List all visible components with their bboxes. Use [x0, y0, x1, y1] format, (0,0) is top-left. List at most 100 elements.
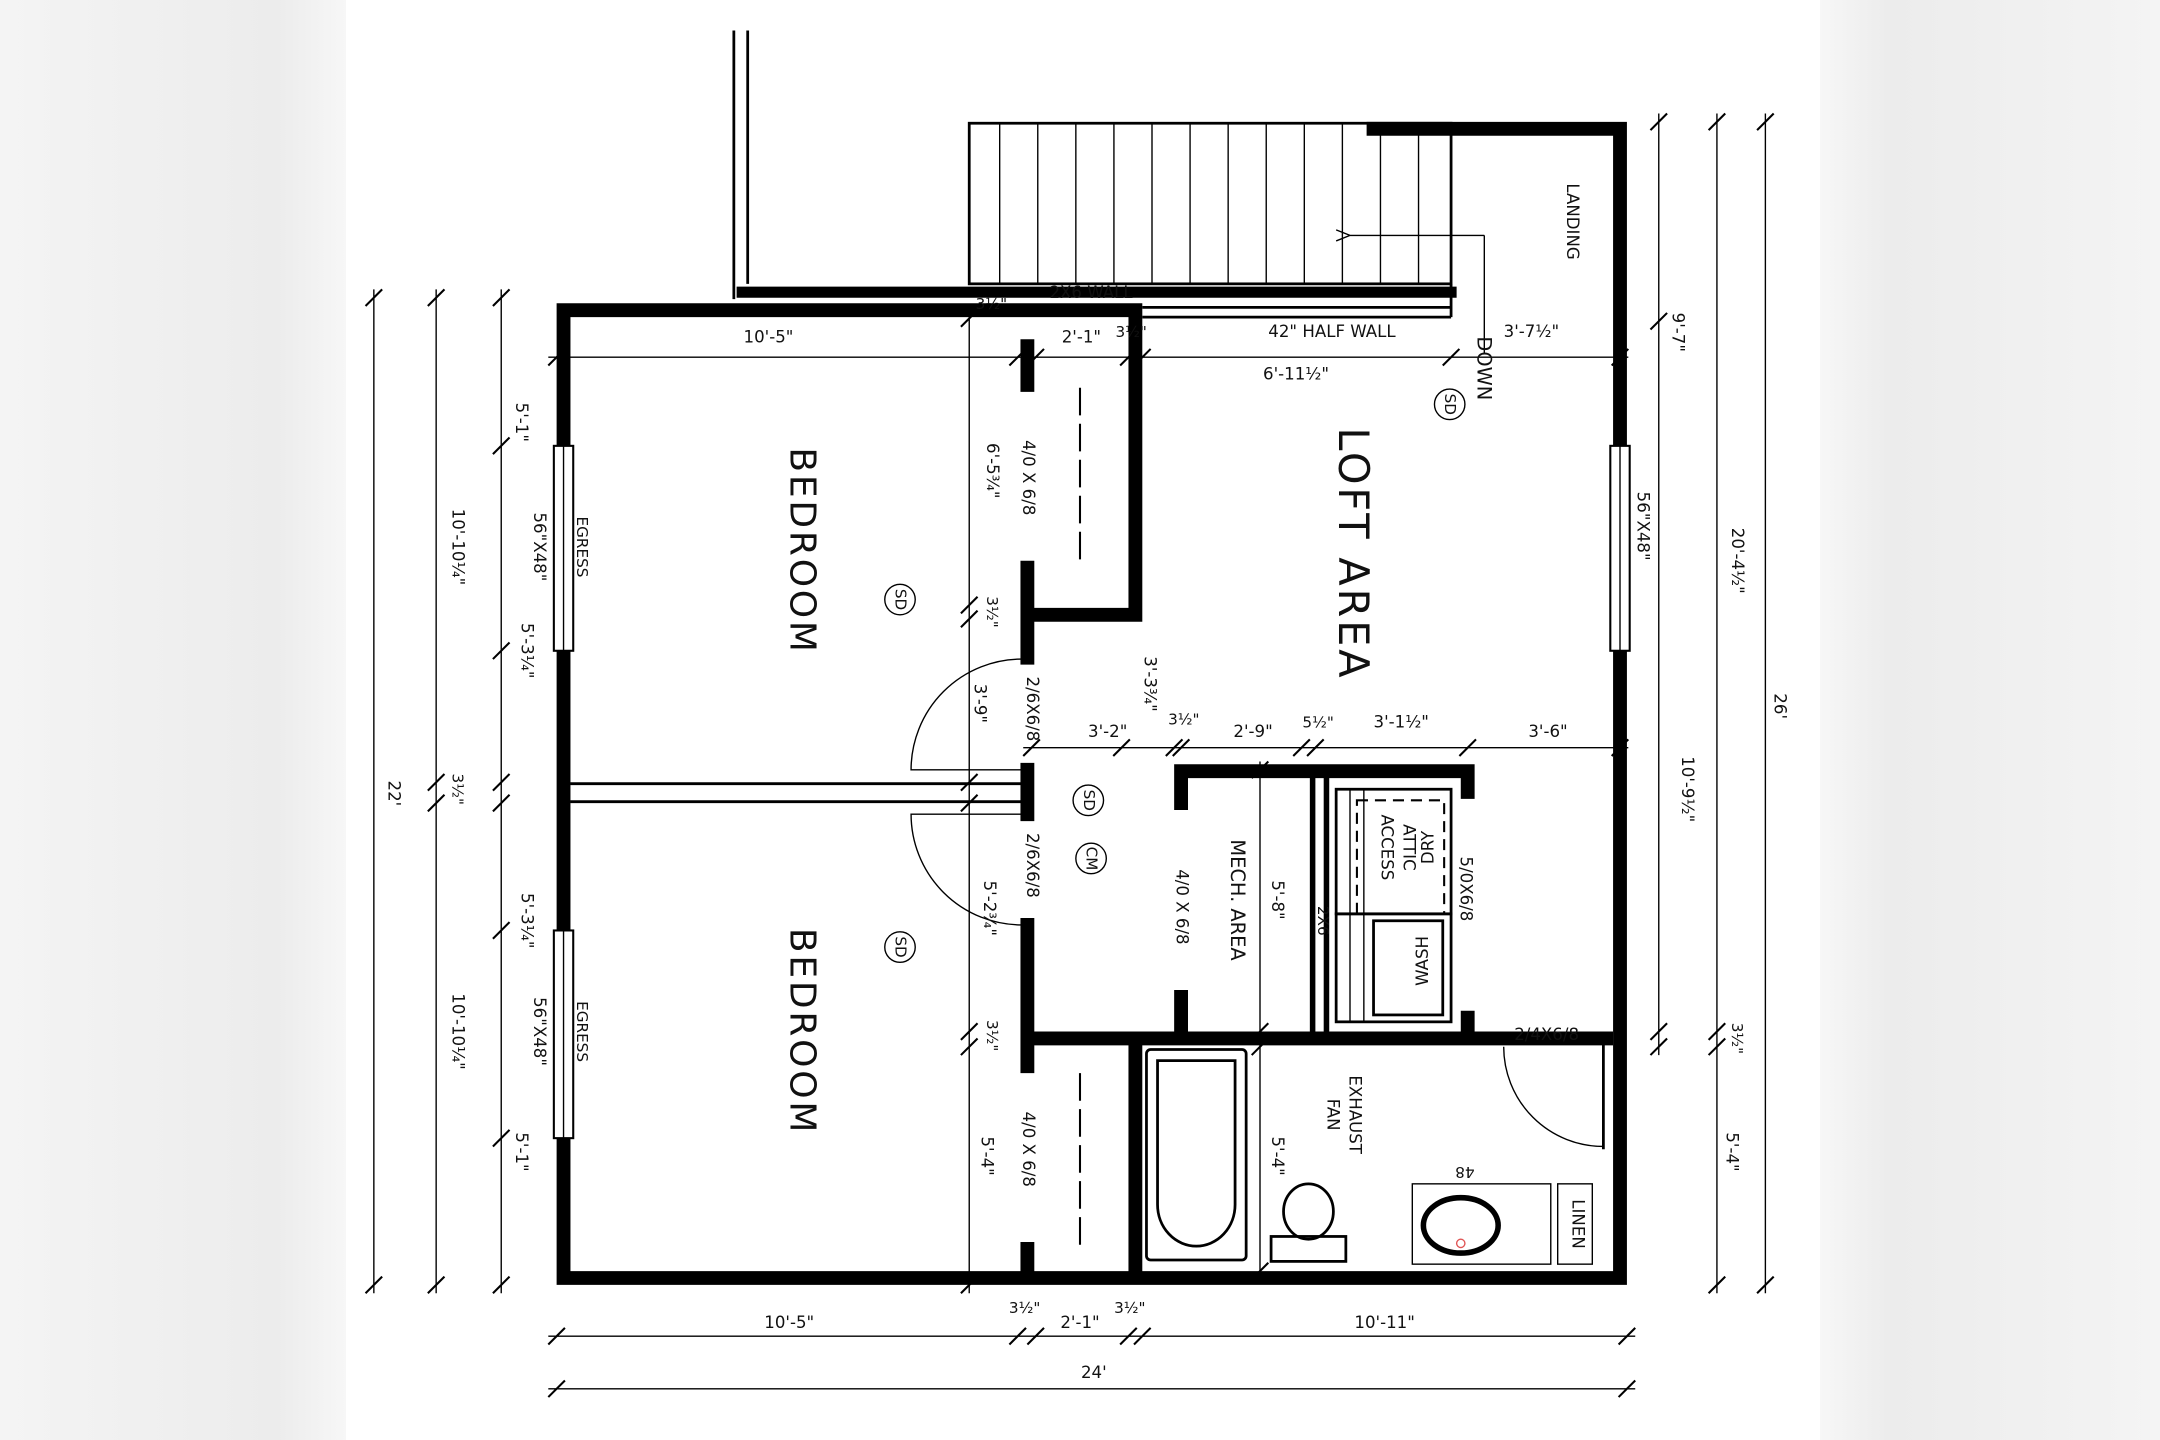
- dimension-tick: [1292, 738, 1311, 757]
- dimension-tick: [427, 288, 446, 307]
- dimension-tick: [1649, 112, 1668, 131]
- dim-text: 2'-1": [1062, 327, 1101, 346]
- note-egress-upper: EGRESS: [573, 516, 591, 577]
- dimension-tick: [1610, 348, 1630, 367]
- dimension-tick: [492, 641, 511, 660]
- dim-text: 6'-11½": [1263, 365, 1329, 384]
- dim-text: 3½": [976, 295, 1007, 313]
- dimension-tick: [492, 794, 511, 813]
- smoke-detector-loft: SD: [1441, 394, 1459, 415]
- door-label-bedroom-lower: 2/6X6/8: [1023, 833, 1042, 898]
- dimension-tick: [1250, 1262, 1270, 1281]
- dimension-tick: [1133, 348, 1152, 367]
- dimension-tick: [1756, 112, 1775, 131]
- left-margin: [0, 0, 346, 1440]
- dimension-tick: [547, 1327, 566, 1346]
- smoke-detector-hall: SD: [1080, 790, 1098, 811]
- dim-text: 3'-7½": [1504, 322, 1559, 341]
- dimension-tick: [1008, 1327, 1027, 1346]
- dimension-tick: [1250, 1037, 1270, 1056]
- symbols: SD SD SD CM SD: [884, 388, 1466, 963]
- dimension-tick: [492, 773, 511, 792]
- dim-text: 2'-1": [1060, 1313, 1099, 1332]
- dim-text: 10'-5": [764, 1313, 814, 1332]
- dimension-tick: [960, 1037, 979, 1056]
- dimension-tick: [547, 1379, 566, 1398]
- dimension-tick: [1133, 1327, 1152, 1346]
- note-half-wall: 42" HALF WALL: [1268, 322, 1396, 341]
- room-label-mech: MECH. AREA: [1226, 839, 1249, 961]
- dimension-tick: [1610, 738, 1630, 757]
- note-dry: DRY: [1418, 830, 1437, 864]
- room-label-loft: LOFT AREA: [1329, 427, 1378, 680]
- dimension-tick: [1008, 348, 1027, 367]
- label-linen: LINEN: [1569, 1199, 1588, 1249]
- dim-text: 5'-8": [1268, 880, 1287, 919]
- dim-text: 3'-2": [1088, 722, 1127, 741]
- dimension-tick: [1756, 1275, 1775, 1294]
- vanity: [1411, 1183, 1552, 1265]
- note-2x6-wall: 2X6 WALL: [1049, 283, 1133, 302]
- dimension-tick: [1026, 348, 1045, 367]
- note-attic: ATTIC: [1400, 824, 1419, 871]
- dimension-tick: [427, 794, 446, 813]
- room-label-bedroom-upper: BEDROOM: [781, 447, 822, 654]
- room-label-bedroom-lower: BEDROOM: [781, 928, 822, 1135]
- dim-text: 10'-9½": [1678, 756, 1697, 822]
- dim-text: 3'-3¾": [1141, 656, 1160, 711]
- staircase: [967, 121, 1485, 354]
- bathroom-fixtures: [1145, 1048, 1593, 1265]
- dimension-tick: [1165, 738, 1184, 757]
- note-fan: FAN: [1324, 1099, 1343, 1131]
- dimension-tick: [492, 288, 511, 307]
- dimension-tick: [427, 1275, 446, 1294]
- dim-text: 10'-10¼": [448, 509, 467, 586]
- dim-text: 3'-6": [1528, 722, 1567, 741]
- dimension-tick: [1649, 1022, 1668, 1041]
- dimension-tick: [1306, 738, 1325, 757]
- dim-text: 3'-1½": [1374, 712, 1429, 731]
- dim-text: 3½": [983, 596, 1001, 627]
- dim-text: 5'-4": [1268, 1136, 1287, 1175]
- stair-rail-wall: [732, 30, 750, 300]
- note-access: ACCESS: [1378, 814, 1397, 880]
- dimension-tick: [1119, 348, 1138, 367]
- label-down: DOWN: [1472, 336, 1495, 400]
- window-label-right: 56"X48": [1634, 492, 1653, 561]
- dimension-tick: [492, 1275, 511, 1294]
- dimension-tick: [492, 436, 511, 455]
- dim-text: 5'-1": [512, 403, 531, 442]
- dimension-tick: [547, 348, 566, 367]
- note-exhaust: EXHAUST: [1346, 1075, 1365, 1154]
- dim-text: 5'-4": [1722, 1132, 1741, 1171]
- dimension-tick: [1649, 1037, 1668, 1056]
- dim-text: 3'-9": [970, 684, 989, 723]
- dimension-tick: [960, 773, 979, 792]
- note-mech-2x6: 2X6: [1314, 906, 1332, 936]
- dimension-tick: [960, 1275, 979, 1294]
- dimension-tick: [960, 596, 979, 615]
- door-swings: [910, 387, 1604, 1247]
- dim-text: 5'-3¼": [518, 623, 537, 678]
- dim-text: 10'-10¼": [448, 993, 467, 1070]
- note-egress-lower: EGRESS: [573, 1001, 591, 1062]
- windows: [552, 444, 1631, 1140]
- smoke-detector-bedroom-lower: SD: [891, 936, 909, 957]
- dimension-tick: [960, 609, 979, 628]
- door-label-bedroom-upper: 2/6X6/8: [1023, 677, 1042, 742]
- dimension-tick: [427, 773, 446, 792]
- dimension-tick: [1649, 312, 1668, 331]
- door-label-closet-upper: 4/0 X 6/8: [1019, 440, 1038, 515]
- dimension-tick: [1617, 1327, 1636, 1346]
- dim-text: 6'-5¾": [983, 443, 1002, 498]
- dimension-tick: [1707, 1275, 1726, 1294]
- door-label-bath: 2/4X6/8: [1514, 1025, 1579, 1044]
- co-monitor: CM: [1083, 847, 1101, 871]
- dimension-tick: [1707, 1037, 1726, 1056]
- dimension-tick: [1119, 1327, 1138, 1346]
- dimension-lines: [364, 112, 1775, 1398]
- dimension-tick: [1250, 760, 1270, 779]
- label-landing: LANDING: [1563, 183, 1582, 259]
- dim-text: 5'-4": [977, 1136, 996, 1175]
